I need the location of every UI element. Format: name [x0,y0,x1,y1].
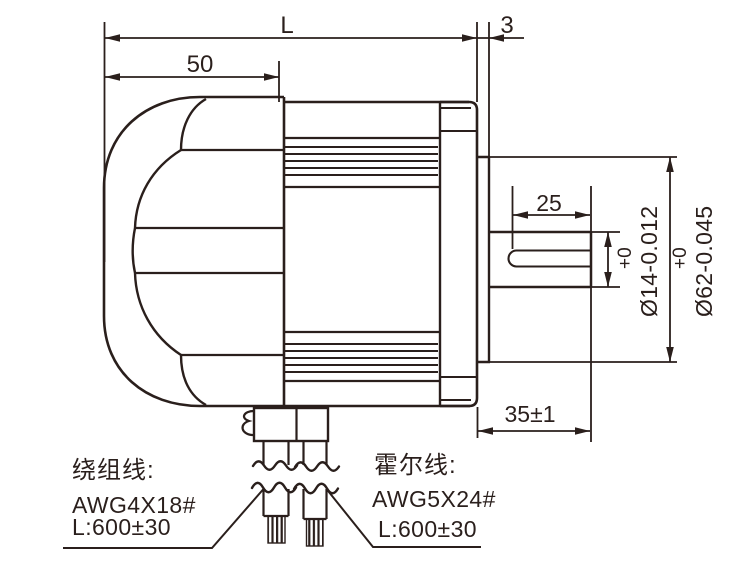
hall-title: 霍尔线: [374,452,457,479]
dim-shaft-diameter: +0 Ø14-0.012 [615,197,662,317]
hall-length: L:600±30 [378,516,477,542]
shaft-diameter-tolerance: +0 [615,247,636,269]
leader-lines [63,488,481,549]
gland-clip [241,409,255,437]
cooling-ribs [285,146,438,373]
dim-rear-cap-length: 50 [186,51,214,78]
dim-overall-length: L [280,12,294,39]
winding-leader [63,488,265,549]
winding-gauge: AWG4X18# [72,492,196,518]
dim-shaft-flat-length: 25 [536,190,562,216]
hall-gauge: AWG5X24# [372,486,496,512]
winding-cable [262,441,290,544]
rear-cap [102,95,286,408]
winding-length: L:600±30 [72,514,171,540]
winding-title: 绕组线: [72,457,155,484]
dim-pilot-diameter: +0 Ø62-0.045 [670,197,717,317]
shaft [489,230,593,289]
dim-shaft-extension: 35±1 [504,401,556,427]
cable-gland [241,406,330,443]
dimension-linework [103,22,677,442]
break-waves [250,460,341,495]
pilot-diameter-tolerance: +0 [670,247,691,269]
pilot-diameter-value: Ø62-0.045 [691,205,717,317]
stator-body [200,100,470,408]
hall-cable [302,441,328,547]
winding-wire-strands-icon [267,515,286,544]
pilot-boss [477,155,491,364]
shaft-diameter-value: Ø14-0.012 [636,205,662,317]
shaft-flat [507,249,591,268]
hall-leader [325,488,481,548]
hall-wire-strands-icon [305,518,324,547]
mounting-flange [440,100,479,408]
dim-pilot-boss-length: 3 [500,12,514,39]
dimension-arrows [105,34,674,435]
